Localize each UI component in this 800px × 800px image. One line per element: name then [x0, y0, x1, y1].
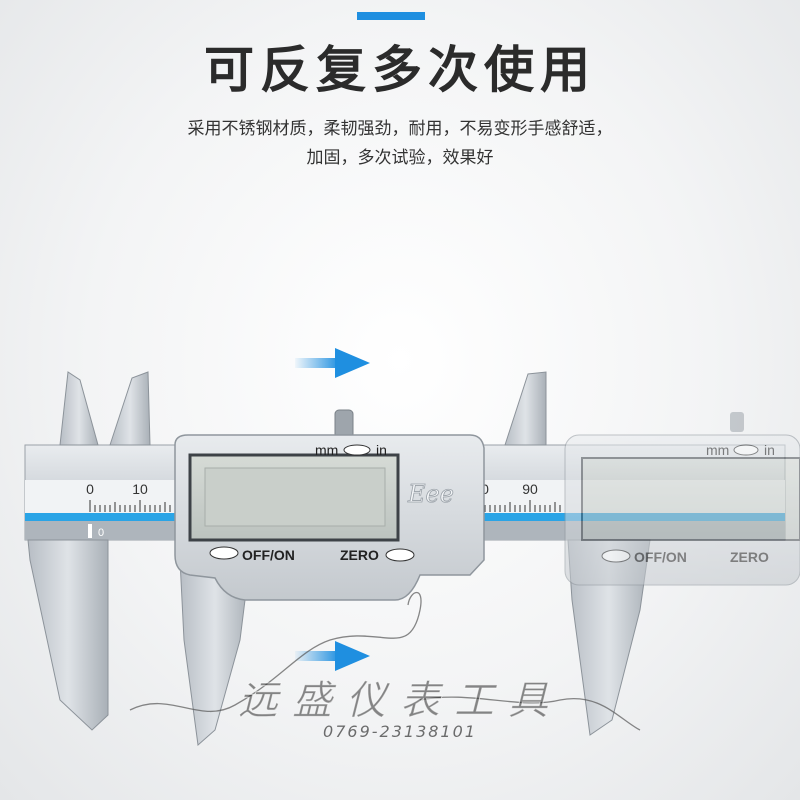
left-upper-jaw [59, 371, 99, 446]
left-upper-jaw-2 [109, 371, 151, 446]
ghost-power-button [601, 549, 631, 563]
watermark-flourish [129, 591, 641, 731]
left-lower-jaw [27, 539, 109, 731]
ghost-scale-label-0: 0 [481, 481, 489, 497]
zero-button-label: ZERO [340, 547, 379, 563]
vernier-zero-label: 0 [98, 527, 104, 539]
ghost-unit-in: in [764, 442, 775, 458]
motion-arrow-bottom [295, 641, 370, 671]
scale-label-10: 10 [132, 481, 148, 497]
motion-arrow-top [295, 348, 370, 378]
thumb-wheel [334, 409, 354, 439]
unit-mm-label: mm [315, 442, 338, 458]
ghost-unit-toggle [733, 444, 759, 456]
unit-toggle-button[interactable] [343, 444, 371, 456]
main-caliper-body: mm in OFF/ON ZERO Eee [174, 409, 485, 601]
vernier-zero-marker [88, 524, 92, 538]
watermark-phone: 0769-23138101 [323, 722, 477, 741]
ghost-zero-label: ZERO [730, 549, 769, 565]
power-button[interactable] [209, 546, 239, 560]
subtitle-line-2: 加固，多次试验，效果好 [306, 148, 494, 168]
ghost-caliper-body: OFF/ON ZERO mm in [564, 412, 800, 586]
subtitle-line-1: 采用不锈钢材质，柔韧强劲，耐用，不易变形手感舒适， [187, 119, 613, 139]
zero-button[interactable] [385, 548, 415, 562]
scale-label-0: 0 [86, 481, 94, 497]
watermark-text: 远盛仪表工具 [238, 678, 562, 725]
page-title: 可反复多次使用 [204, 41, 596, 99]
ghost-scale-label-90: 90 [522, 481, 538, 497]
ghost-power-label: OFF/ON [634, 549, 687, 565]
ghost-lcd-screen [581, 457, 800, 541]
accent-bar [357, 12, 425, 20]
brand-mark: Eee [407, 480, 454, 508]
unit-in-label: in [376, 442, 387, 458]
right-upper-jaw [504, 371, 547, 446]
main-scale-ticks [89, 500, 561, 512]
power-button-label: OFF/ON [242, 547, 295, 563]
ghost-unit-mm: mm [706, 442, 729, 458]
